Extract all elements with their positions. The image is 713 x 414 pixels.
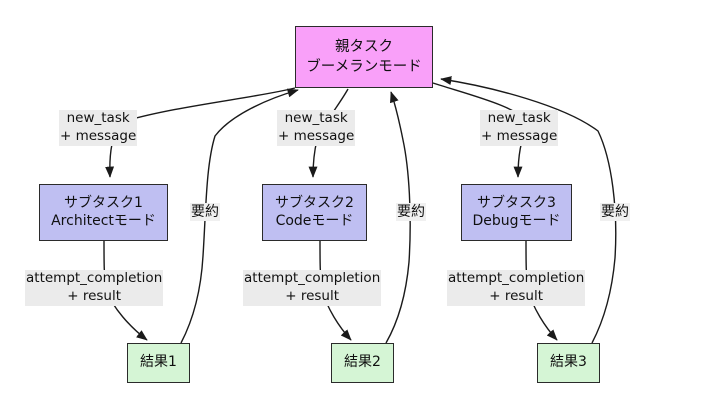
result-3-label: 結果3 bbox=[550, 354, 587, 371]
edge-result-3-to-parent bbox=[440, 76, 617, 344]
node-result-2[interactable]: 結果2 bbox=[331, 343, 394, 383]
subtask-2-line-1: サブタスク2 bbox=[275, 194, 354, 211]
subtask-2-line-2: Codeモード bbox=[275, 213, 354, 229]
parent-task-line-2: ブーメランモード bbox=[306, 58, 422, 75]
subtask-1-line-2: Architectモード bbox=[51, 213, 156, 229]
edge-label-attempt-completion-1-line-2: + result bbox=[67, 287, 122, 304]
result-1-label: 結果1 bbox=[140, 354, 177, 371]
edge-label-new-task-3-line-2: + message bbox=[481, 127, 558, 144]
edge-label-summary-3: 要約 bbox=[600, 203, 630, 222]
node-result-3[interactable]: 結果3 bbox=[537, 343, 600, 383]
result-2-label: 結果2 bbox=[344, 354, 381, 371]
node-result-1[interactable]: 結果1 bbox=[127, 343, 190, 383]
edge-label-new-task-2-line-1: new_task bbox=[284, 110, 348, 126]
edge-label-attempt-completion-2-line-2: + result bbox=[285, 287, 340, 304]
edge-label-attempt-completion-2: attempt_completion + result bbox=[243, 270, 382, 306]
edge-label-attempt-completion-2-line-1: attempt_completion bbox=[244, 270, 381, 286]
edge-label-attempt-completion-1: attempt_completion + result bbox=[25, 270, 164, 306]
edge-label-new-task-3-line-1: new_task bbox=[487, 110, 551, 126]
edge-result-1-to-parent bbox=[180, 88, 299, 344]
edge-label-new-task-1-line-2: + message bbox=[60, 127, 137, 144]
edge-label-attempt-completion-3: attempt_completion + result bbox=[447, 270, 586, 306]
edge-label-summary-1: 要約 bbox=[190, 203, 220, 222]
node-parent-task[interactable]: 親タスク ブーメランモード bbox=[295, 26, 433, 88]
edge-label-attempt-completion-3-line-1: attempt_completion bbox=[448, 270, 585, 286]
node-subtask-3[interactable]: サブタスク3 Debugモード bbox=[461, 184, 572, 241]
edge-label-attempt-completion-3-line-2: + result bbox=[489, 287, 544, 304]
subtask-3-line-1: サブタスク3 bbox=[477, 194, 556, 211]
subtask-1-line-1: サブタスク1 bbox=[64, 194, 143, 211]
edge-label-new-task-1: new_task + message bbox=[59, 110, 138, 146]
node-subtask-2[interactable]: サブタスク2 Codeモード bbox=[262, 184, 367, 241]
edge-label-summary-2: 要約 bbox=[396, 203, 426, 222]
edge-label-attempt-completion-1-line-1: attempt_completion bbox=[26, 270, 163, 286]
subtask-3-line-2: Debugモード bbox=[472, 213, 561, 229]
parent-task-line-1: 親タスク bbox=[335, 39, 393, 56]
edge-label-summary-3-text: 要約 bbox=[601, 204, 629, 220]
edge-label-summary-2-text: 要約 bbox=[397, 204, 425, 220]
node-subtask-1[interactable]: サブタスク1 Architectモード bbox=[39, 184, 168, 241]
edge-label-new-task-2-line-2: + message bbox=[278, 127, 355, 144]
edge-label-new-task-1-line-1: new_task bbox=[66, 110, 130, 126]
edge-label-new-task-3: new_task + message bbox=[480, 110, 559, 146]
edge-parent-to-subtask-1 bbox=[105, 87, 296, 178]
edge-label-summary-1-text: 要約 bbox=[191, 204, 219, 220]
edge-label-new-task-2: new_task + message bbox=[277, 110, 356, 146]
